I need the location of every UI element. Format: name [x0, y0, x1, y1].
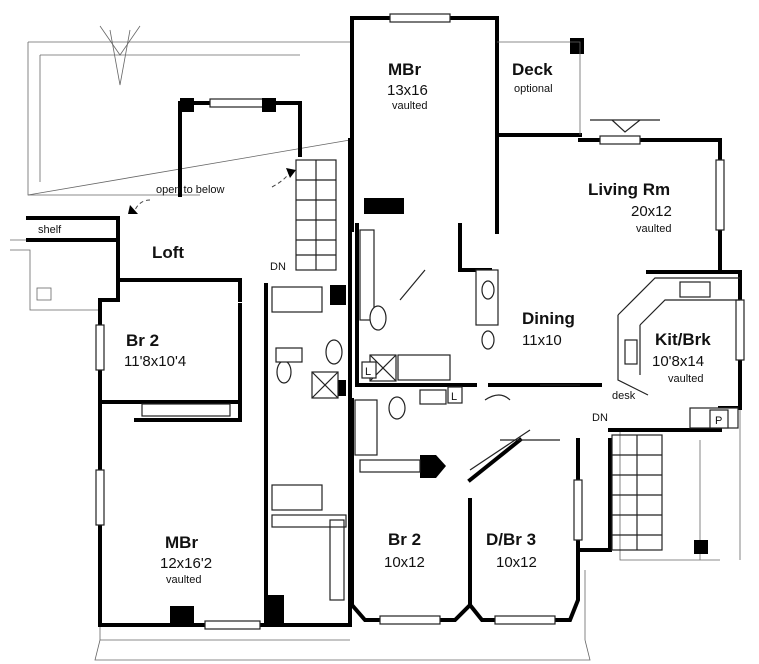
room-br2-center: Br 2 10x12	[384, 530, 425, 571]
shelf-label: shelf	[38, 224, 62, 236]
deck-details	[497, 41, 660, 135]
room-name: MBr	[165, 533, 198, 552]
room-name: Living Rm	[588, 180, 670, 199]
room-living: Living Rm 20x12 vaulted	[588, 180, 672, 235]
room-dims: 11'8x10'4	[124, 353, 186, 370]
room-dining: Dining 11x10	[522, 309, 575, 349]
room-dims: 13x16	[387, 82, 428, 99]
room-deck: Deck optional	[512, 60, 553, 95]
room-loft: Loft	[152, 243, 184, 262]
laundry-label-2: L	[451, 391, 457, 403]
windows	[95, 13, 745, 630]
room-note: vaulted	[636, 223, 671, 235]
room-note: vaulted	[392, 100, 427, 112]
closets	[141, 229, 421, 601]
bath-fixtures	[271, 269, 499, 511]
room-note: optional	[514, 83, 553, 95]
room-dims: 10x12	[496, 554, 537, 571]
pantry-label: P	[715, 415, 722, 427]
room-name: D/Br 3	[486, 530, 536, 549]
room-dims: 10x12	[384, 554, 425, 571]
open-to-below-label: open to below	[156, 184, 225, 196]
room-note: vaulted	[668, 373, 703, 385]
room-name: Kit/Brk	[655, 330, 711, 349]
roof-outline	[10, 25, 741, 661]
room-dims: 20x12	[631, 203, 672, 220]
room-dims: 11x10	[522, 332, 562, 349]
room-name: Dining	[522, 309, 575, 328]
stairs	[295, 159, 663, 551]
room-kitchen: Kit/Brk 10'8x14 vaulted	[652, 330, 711, 385]
door-swings	[399, 269, 580, 471]
room-dims: 10'8x14	[652, 353, 704, 370]
room-br2-left: Br 2 11'8x10'4	[124, 331, 186, 370]
stair-dn-label-right: DN	[592, 412, 608, 424]
room-dbr3: D/Br 3 10x12	[486, 530, 537, 571]
room-name: Loft	[152, 243, 184, 262]
desk-label: desk	[612, 390, 636, 402]
room-name: Br 2	[388, 530, 421, 549]
structural-posts	[170, 38, 708, 624]
room-note: vaulted	[166, 574, 201, 586]
laundry-label-1: L	[365, 366, 371, 378]
room-master-lower: MBr 12x16'2 vaulted	[160, 533, 212, 586]
stair-dn-label-left: DN	[270, 261, 286, 273]
room-name: Br 2	[126, 331, 159, 350]
room-name: MBr	[388, 60, 421, 79]
room-dims: 12x16'2	[160, 555, 212, 572]
room-master-upper: MBr 13x16 vaulted	[387, 60, 428, 112]
open-to-below-marker	[128, 168, 296, 214]
room-name: Deck	[512, 60, 553, 79]
